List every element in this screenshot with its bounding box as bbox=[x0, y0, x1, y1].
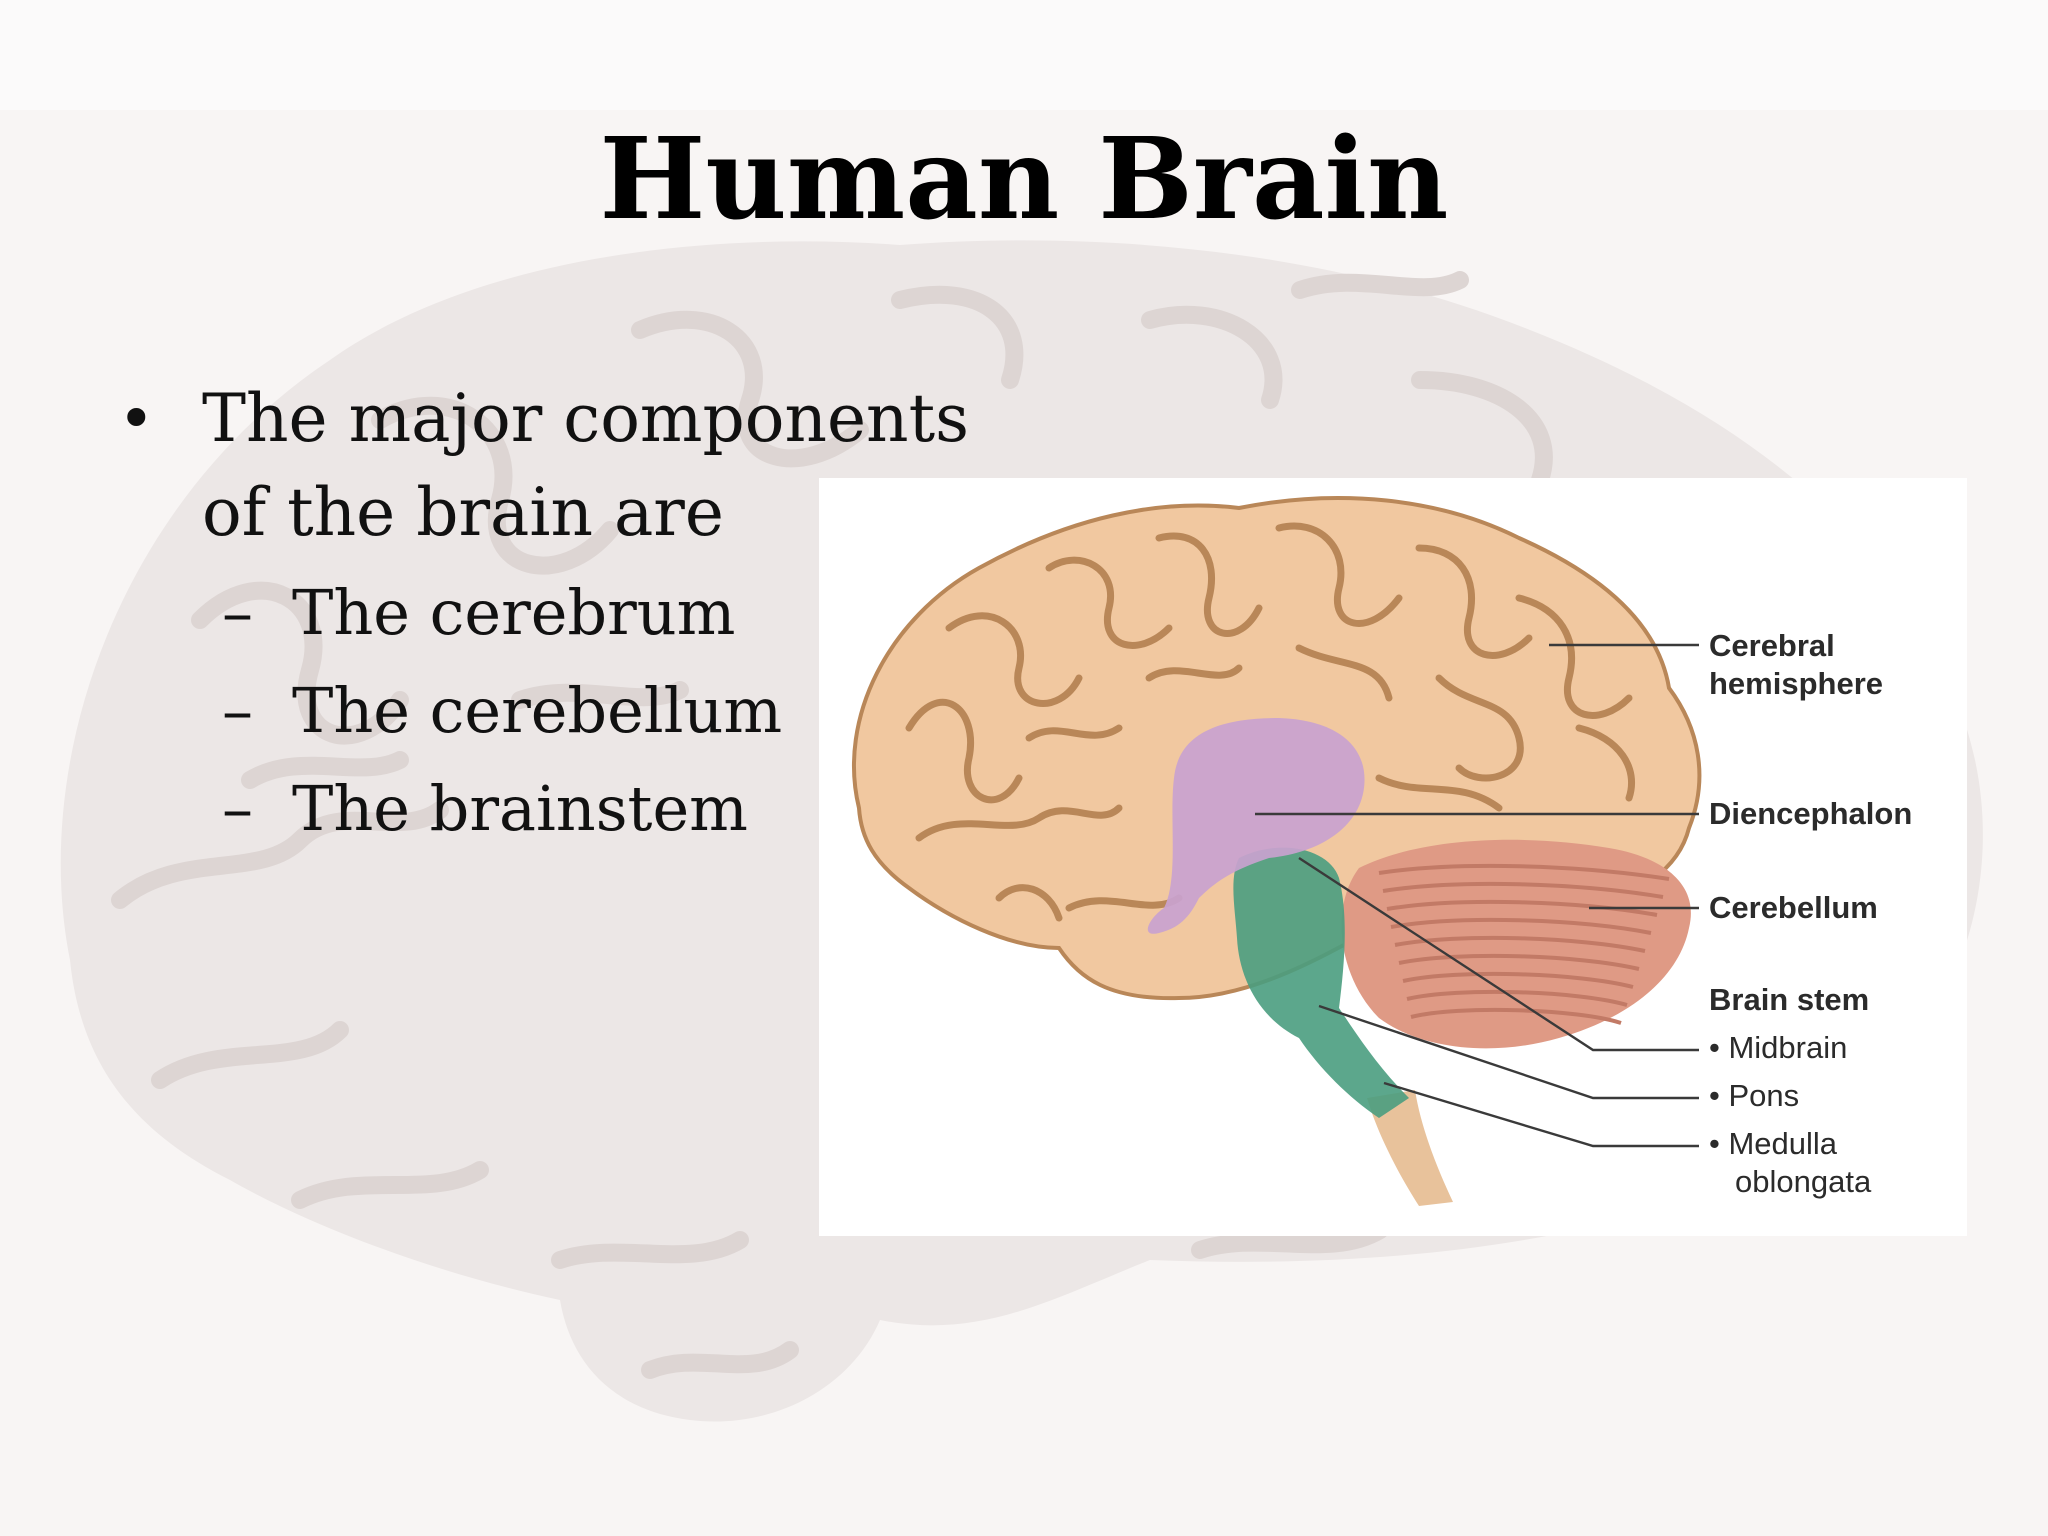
sub-bullet-text: The brainstem bbox=[292, 772, 748, 845]
sub-bullet-list: – The cerebrum – The cerebellum – The br… bbox=[118, 564, 1078, 858]
cerebrum-gyrus-fold bbox=[1025, 724, 1123, 742]
cerebellum-folds bbox=[1378, 863, 1670, 1025]
slide-title: Human Brain bbox=[599, 114, 1449, 245]
label-pons: • Pons bbox=[1709, 1078, 1800, 1113]
label-cerebral-hemisphere-line2: hemisphere bbox=[1709, 666, 1884, 701]
label-cerebral-hemisphere-line1: Cerebral bbox=[1709, 628, 1835, 663]
cerebrum-gyrus-fold bbox=[1415, 544, 1533, 659]
cerebrum-gyrus-fold bbox=[1295, 644, 1393, 702]
background-brain-fold bbox=[511, 681, 689, 709]
main-bullet-text: The major components of the brain are bbox=[202, 372, 969, 560]
leader-medulla bbox=[1383, 1081, 1699, 1148]
bullet-list: • The major components of the brain are … bbox=[118, 372, 1078, 858]
sub-bullet-text: The cerebrum bbox=[292, 576, 736, 649]
sub-bullet-text: The cerebellum bbox=[292, 674, 783, 747]
cerebrum-gyrus-fold bbox=[1435, 674, 1524, 782]
cerebellum-folia-line bbox=[1390, 917, 1652, 935]
brain-stem bbox=[1233, 847, 1409, 1118]
cerebellum-folia-line bbox=[1402, 971, 1634, 989]
cerebrum-gyrus-fold bbox=[1275, 522, 1403, 627]
leader-lines bbox=[1255, 643, 1699, 1148]
background-brain-fold bbox=[1191, 1221, 1389, 1259]
background-brain-fold bbox=[631, 310, 869, 468]
cerebrum-gyrus-fold bbox=[995, 884, 1063, 922]
background-brain-fold bbox=[371, 396, 619, 575]
background-brain-fold bbox=[291, 1161, 489, 1209]
main-bullet: • The major components of the brain are bbox=[118, 372, 1078, 560]
cerebrum-gyrus-fold bbox=[945, 612, 1083, 707]
label-medulla-line2: oblongata bbox=[1735, 1164, 1872, 1199]
cerebellum-folia-line bbox=[1382, 881, 1664, 899]
background-brain-fold bbox=[241, 751, 409, 789]
dash-glyph: – bbox=[222, 674, 253, 747]
background-brain-fold bbox=[1291, 271, 1469, 299]
main-bullet-line-1: The major components bbox=[202, 380, 969, 457]
cerebrum-gyrus-fold bbox=[1375, 774, 1503, 812]
label-cerebellum: Cerebellum bbox=[1709, 890, 1878, 925]
cerebrum-gyrus-fold bbox=[1515, 594, 1633, 719]
background-brain-fold bbox=[551, 1231, 749, 1269]
cerebellum-folia-line bbox=[1394, 935, 1646, 953]
leader-midbrain bbox=[1298, 856, 1699, 1052]
brain-diagram-svg bbox=[852, 496, 1702, 1206]
background-brain-fold bbox=[191, 581, 409, 745]
cerebrum-gyrus-fold bbox=[915, 804, 1123, 842]
background-brain-fold bbox=[151, 1021, 349, 1089]
bullet-glyph: • bbox=[118, 382, 155, 455]
main-bullet-line-2: of the brain are bbox=[202, 474, 724, 551]
cerebrum-gyrus-fold bbox=[1045, 556, 1173, 649]
background-brain-fold bbox=[641, 1341, 799, 1379]
sub-bullet-brainstem: – The brainstem bbox=[118, 760, 1078, 858]
label-midbrain: • Midbrain bbox=[1709, 1030, 1848, 1065]
spinal-cord bbox=[1367, 1090, 1453, 1206]
background-brain-fold bbox=[111, 801, 449, 909]
label-diencephalon: Diencephalon bbox=[1709, 796, 1913, 831]
brain-anatomy-diagram: Cerebral hemisphere Diencephalon Cerebel… bbox=[819, 478, 1967, 1236]
cerebrum-gyrus-fold bbox=[905, 698, 1023, 804]
cerebellum-folia-line bbox=[1410, 1007, 1622, 1025]
cerebrum-gyrus-fold bbox=[1145, 664, 1243, 682]
cerebrum-folds bbox=[905, 522, 1636, 922]
background-brain-fold bbox=[1411, 371, 1553, 489]
dash-glyph: – bbox=[222, 576, 253, 649]
cerebrum-gyrus-fold bbox=[1155, 532, 1263, 637]
cerebellum-folia-line bbox=[1378, 863, 1670, 881]
background-brain-fold bbox=[1141, 305, 1283, 409]
cerebellum-folia-line bbox=[1398, 953, 1640, 971]
background-brain-fold bbox=[891, 285, 1024, 389]
cerebellum-folia-line bbox=[1386, 899, 1658, 917]
dash-glyph: – bbox=[222, 772, 253, 845]
diencephalon bbox=[1147, 718, 1365, 934]
cerebrum-gyrus-fold bbox=[1575, 724, 1636, 802]
label-medulla-line1: • Medulla bbox=[1709, 1126, 1838, 1161]
sub-bullet-cerebellum: – The cerebellum bbox=[118, 662, 1078, 760]
leader-pons bbox=[1318, 1004, 1699, 1100]
cerebellum-folia-line bbox=[1406, 989, 1628, 1007]
label-brain-stem: Brain stem bbox=[1709, 982, 1870, 1017]
sub-bullet-cerebrum: – The cerebrum bbox=[118, 564, 1078, 662]
